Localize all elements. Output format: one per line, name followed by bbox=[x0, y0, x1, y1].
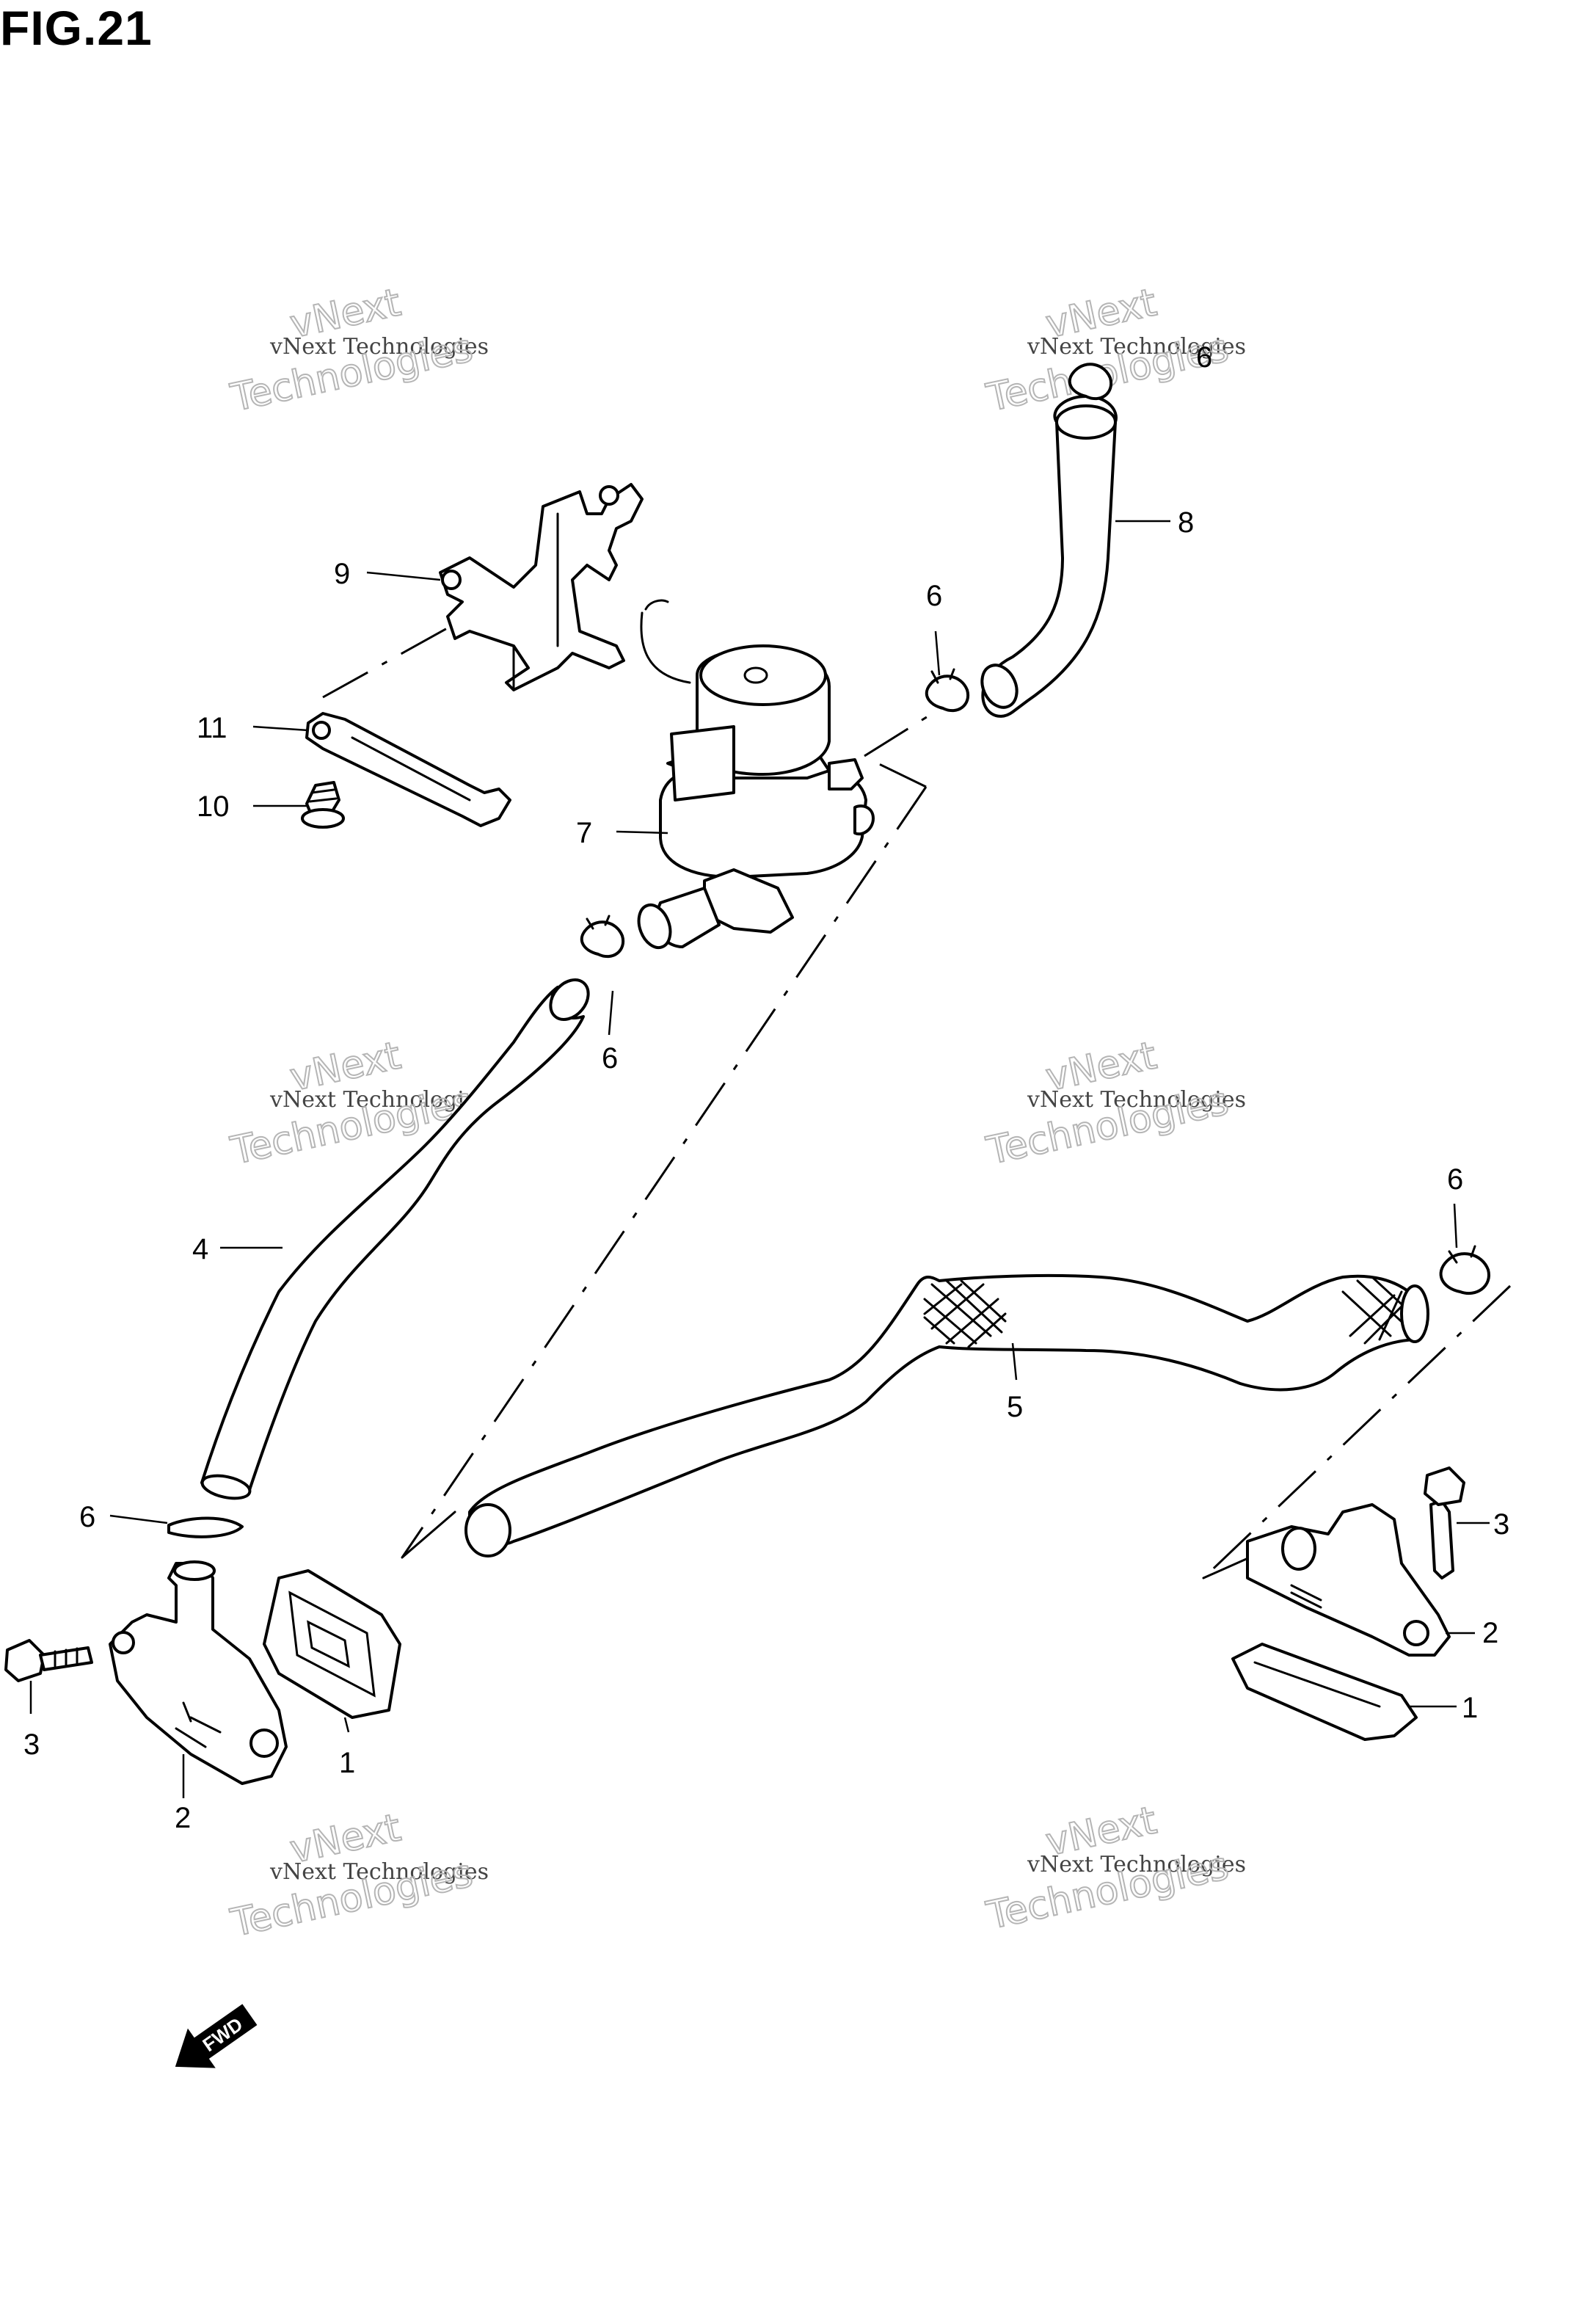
valve-part-7 bbox=[637, 599, 875, 950]
leader-lines bbox=[29, 520, 1490, 1798]
clamp-6-upper-right bbox=[925, 668, 970, 713]
watermark-bottom-right: vNext Technologies vNext Technologies bbox=[982, 1797, 1246, 1938]
watermark-mid-right: vNext Technologies vNext Technologies bbox=[982, 1033, 1246, 1174]
callout-10: 10 bbox=[197, 790, 230, 823]
callout-4: 4 bbox=[192, 1233, 208, 1265]
hose-part-5 bbox=[464, 1273, 1429, 1557]
callout-5: 5 bbox=[1007, 1391, 1023, 1423]
callout-2-left: 2 bbox=[175, 1802, 191, 1834]
callout-11: 11 bbox=[197, 712, 227, 744]
fwd-direction-arrow: FWD bbox=[175, 2004, 258, 2068]
watermark-top-left: vNext Technologies vNext Technologies bbox=[226, 280, 489, 421]
callout-1-right: 1 bbox=[1462, 1692, 1478, 1724]
clamp-6-top bbox=[1068, 363, 1113, 401]
callout-6-valve: 6 bbox=[602, 1042, 618, 1075]
hose-part-4 bbox=[200, 978, 590, 1500]
reed-valve-group-left bbox=[4, 1560, 401, 1785]
bracket-part-9 bbox=[439, 483, 644, 691]
callout-3-right: 3 bbox=[1493, 1508, 1509, 1541]
callout-3-left: 3 bbox=[23, 1728, 40, 1761]
callout-9: 9 bbox=[334, 558, 350, 590]
callout-6-upper: 6 bbox=[926, 580, 942, 612]
callout-2-right: 2 bbox=[1482, 1617, 1498, 1649]
clamp-6-valve bbox=[580, 915, 625, 959]
screw-part-10 bbox=[301, 781, 345, 829]
svg-text:vNext Technologies: vNext Technologies bbox=[1027, 1087, 1246, 1113]
figure-title: FIG.21 bbox=[0, 1, 153, 55]
svg-text:vNext Technologies: vNext Technologies bbox=[269, 1087, 489, 1113]
clamp-6-right bbox=[1439, 1245, 1490, 1295]
reed-valve-group-right bbox=[1231, 1466, 1465, 1741]
clamp-6-left bbox=[167, 1516, 244, 1538]
callout-6-right: 6 bbox=[1447, 1163, 1463, 1196]
svg-text:vNext Technologies: vNext Technologies bbox=[269, 1859, 489, 1885]
callout-6-left: 6 bbox=[79, 1501, 95, 1533]
callout-8: 8 bbox=[1178, 506, 1194, 539]
svg-text:vNext Technologies: vNext Technologies bbox=[269, 334, 489, 360]
callout-7: 7 bbox=[576, 817, 592, 849]
callout-labels: 1 1 2 2 3 3 4 5 6 6 6 6 7 8 9 10 11 6 bbox=[23, 341, 1509, 1834]
svg-text:vNext Technologies: vNext Technologies bbox=[1027, 334, 1246, 360]
hose-part-8 bbox=[980, 395, 1118, 718]
clamp-part-11 bbox=[305, 712, 511, 827]
watermark-bottom-left: vNext Technologies vNext Technologies bbox=[226, 1805, 489, 1946]
callout-1-left: 1 bbox=[339, 1747, 355, 1779]
callout-6-top: 6 bbox=[1196, 341, 1212, 374]
assembly-guide-lines bbox=[322, 622, 1512, 1579]
svg-text:vNext Technologies: vNext Technologies bbox=[1027, 1852, 1246, 1877]
